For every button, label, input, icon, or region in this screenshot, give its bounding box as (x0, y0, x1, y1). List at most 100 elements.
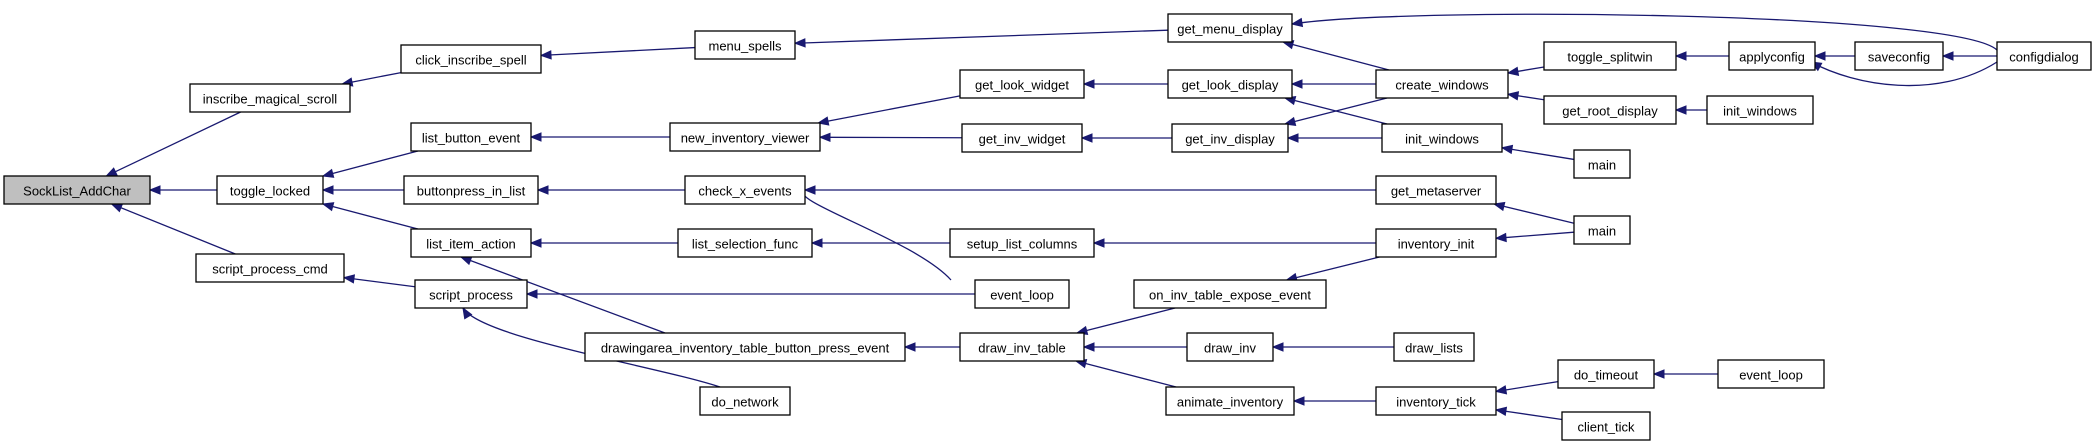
edge-n42-to-n41 (1941, 51, 1997, 61)
node-box (1996, 41, 2092, 71)
edge-line (1503, 231, 1575, 239)
node-label: inscribe_magical_scroll (203, 92, 337, 107)
edge-n5-to-n2 (321, 150, 419, 178)
node-toggle-splitwin[interactable]: toggle_splitwin (1543, 41, 1677, 71)
edge-n35-to-n30 (1494, 231, 1575, 243)
arrowhead-icon (148, 185, 161, 195)
node-label: init_windows (1723, 104, 1797, 119)
node-get-metaserver[interactable]: get_metaserver (1375, 175, 1497, 205)
node-event-loop[interactable]: event_loop (1717, 359, 1825, 389)
node-inscribe-magical-scroll[interactable]: inscribe_magical_scroll (189, 83, 351, 113)
node-label: script_process (429, 288, 513, 303)
arrowhead-icon (818, 132, 831, 143)
node-socklist-addchar[interactable]: SockList_AddChar (3, 175, 151, 205)
node-main[interactable]: main (1573, 149, 1631, 179)
edge-line (1294, 256, 1380, 279)
node-box (669, 122, 821, 152)
node-box (1573, 215, 1631, 245)
edge-n16-to-n10 (818, 132, 963, 143)
node-check-x-events[interactable]: check_x_events (684, 175, 806, 205)
node-create-windows[interactable]: create_windows (1375, 69, 1509, 99)
node-box (694, 30, 796, 60)
node-script-process[interactable]: script_process (414, 279, 528, 309)
edge-n29-to-n11 (803, 185, 1376, 195)
arrowhead-icon (1292, 396, 1305, 406)
node-saveconfig[interactable]: saveconfig (1854, 41, 1944, 71)
edge-n19-to-n13 (903, 342, 960, 352)
edge-n8-to-n3 (342, 274, 416, 288)
node-get-root-display[interactable]: get_root_display (1543, 95, 1677, 125)
node-draw-inv[interactable]: draw_inv (1186, 332, 1274, 362)
node-list-button-event[interactable]: list_button_event (410, 122, 532, 152)
node-applyconfig[interactable]: applyconfig (1728, 41, 1816, 71)
node-label: new_inventory_viewer (681, 131, 810, 146)
arrowhead-icon (816, 116, 830, 126)
node-label: configdialog (2009, 50, 2078, 65)
node-label: draw_inv_table (978, 341, 1065, 356)
node-get-look-widget[interactable]: get_look_widget (959, 69, 1085, 99)
node-buttonpress-in-list[interactable]: buttonpress_in_list (403, 175, 539, 205)
arrowhead-icon (810, 238, 823, 248)
node-new-inventory-viewer[interactable]: new_inventory_viewer (669, 122, 821, 152)
node-draw-lists[interactable]: draw_lists (1393, 332, 1475, 362)
edge-line (825, 95, 961, 123)
node-box (1133, 279, 1327, 309)
arrowhead-icon (539, 50, 552, 60)
node-init-windows[interactable]: init_windows (1381, 123, 1503, 153)
edge-line (1501, 205, 1575, 224)
edge-n27-to-n22 (1286, 133, 1382, 143)
node-animate-inventory[interactable]: animate_inventory (1165, 386, 1295, 416)
edge-n4-to-n1 (340, 71, 402, 87)
node-box (961, 123, 1083, 153)
node-box (410, 122, 532, 152)
node-init-windows[interactable]: init_windows (1706, 95, 1814, 125)
edge-line (349, 71, 402, 84)
node-drawingarea-inventory-table-button-press-event[interactable]: drawingarea_inventory_table_button_press… (584, 332, 906, 362)
node-click-inscribe-spell[interactable]: click_inscribe_spell (400, 44, 542, 74)
node-list-selection-func[interactable]: list_selection_func (677, 228, 813, 258)
edge-line (351, 277, 416, 288)
arrowhead-icon (1494, 385, 1508, 395)
node-main[interactable]: main (1573, 215, 1631, 245)
node-setup-list-columns[interactable]: setup_list_columns (949, 228, 1095, 258)
arrowhead-icon (529, 238, 542, 248)
node-get-inv-widget[interactable]: get_inv_widget (961, 123, 1083, 153)
node-box (1557, 359, 1655, 389)
node-list-item-action[interactable]: list_item_action (410, 228, 532, 258)
node-box (1393, 332, 1475, 362)
node-toggle-locked[interactable]: toggle_locked (216, 175, 324, 205)
arrowhead-icon (1492, 201, 1506, 212)
node-box (959, 332, 1085, 362)
node-do-network[interactable]: do_network (699, 386, 791, 416)
edge-line (1292, 97, 1388, 123)
node-inventory-init[interactable]: inventory_init (1375, 228, 1497, 258)
arrowhead-icon (105, 167, 118, 177)
node-menu-spells[interactable]: menu_spells (694, 30, 796, 60)
node-script-process-cmd[interactable]: script_process_cmd (195, 253, 345, 283)
node-box (216, 175, 324, 205)
node-on-inv-table-expose-event[interactable]: on_inv_table_expose_event (1133, 279, 1327, 309)
node-box (1573, 149, 1631, 179)
node-get-inv-display[interactable]: get_inv_display (1171, 123, 1289, 153)
node-event-loop[interactable]: event_loop (974, 279, 1070, 309)
arrowhead-icon (1674, 105, 1687, 115)
arrowhead-icon (529, 132, 542, 142)
node-client-tick[interactable]: client_tick (1561, 411, 1651, 441)
node-label: script_process_cmd (212, 262, 328, 277)
node-get-menu-display[interactable]: get_menu_display (1167, 13, 1293, 43)
node-inventory-tick[interactable]: inventory_tick (1375, 386, 1497, 416)
node-box (584, 332, 906, 362)
node-configdialog[interactable]: configdialog (1996, 41, 2092, 71)
node-draw-inv-table[interactable]: draw_inv_table (959, 332, 1085, 362)
edge-line (460, 256, 666, 334)
node-do-timeout[interactable]: do_timeout (1557, 359, 1655, 389)
node-get-look-display[interactable]: get_look_display (1167, 69, 1293, 99)
edge-n14-to-n8 (462, 306, 721, 388)
node-box (1375, 175, 1497, 205)
node-label: list_selection_func (692, 237, 799, 252)
node-label: get_inv_display (1185, 132, 1275, 147)
arrowhead-icon (803, 185, 816, 195)
edge-n33-to-n26 (1506, 66, 1545, 76)
node-box (684, 175, 806, 205)
node-label: get_look_display (1182, 78, 1279, 93)
